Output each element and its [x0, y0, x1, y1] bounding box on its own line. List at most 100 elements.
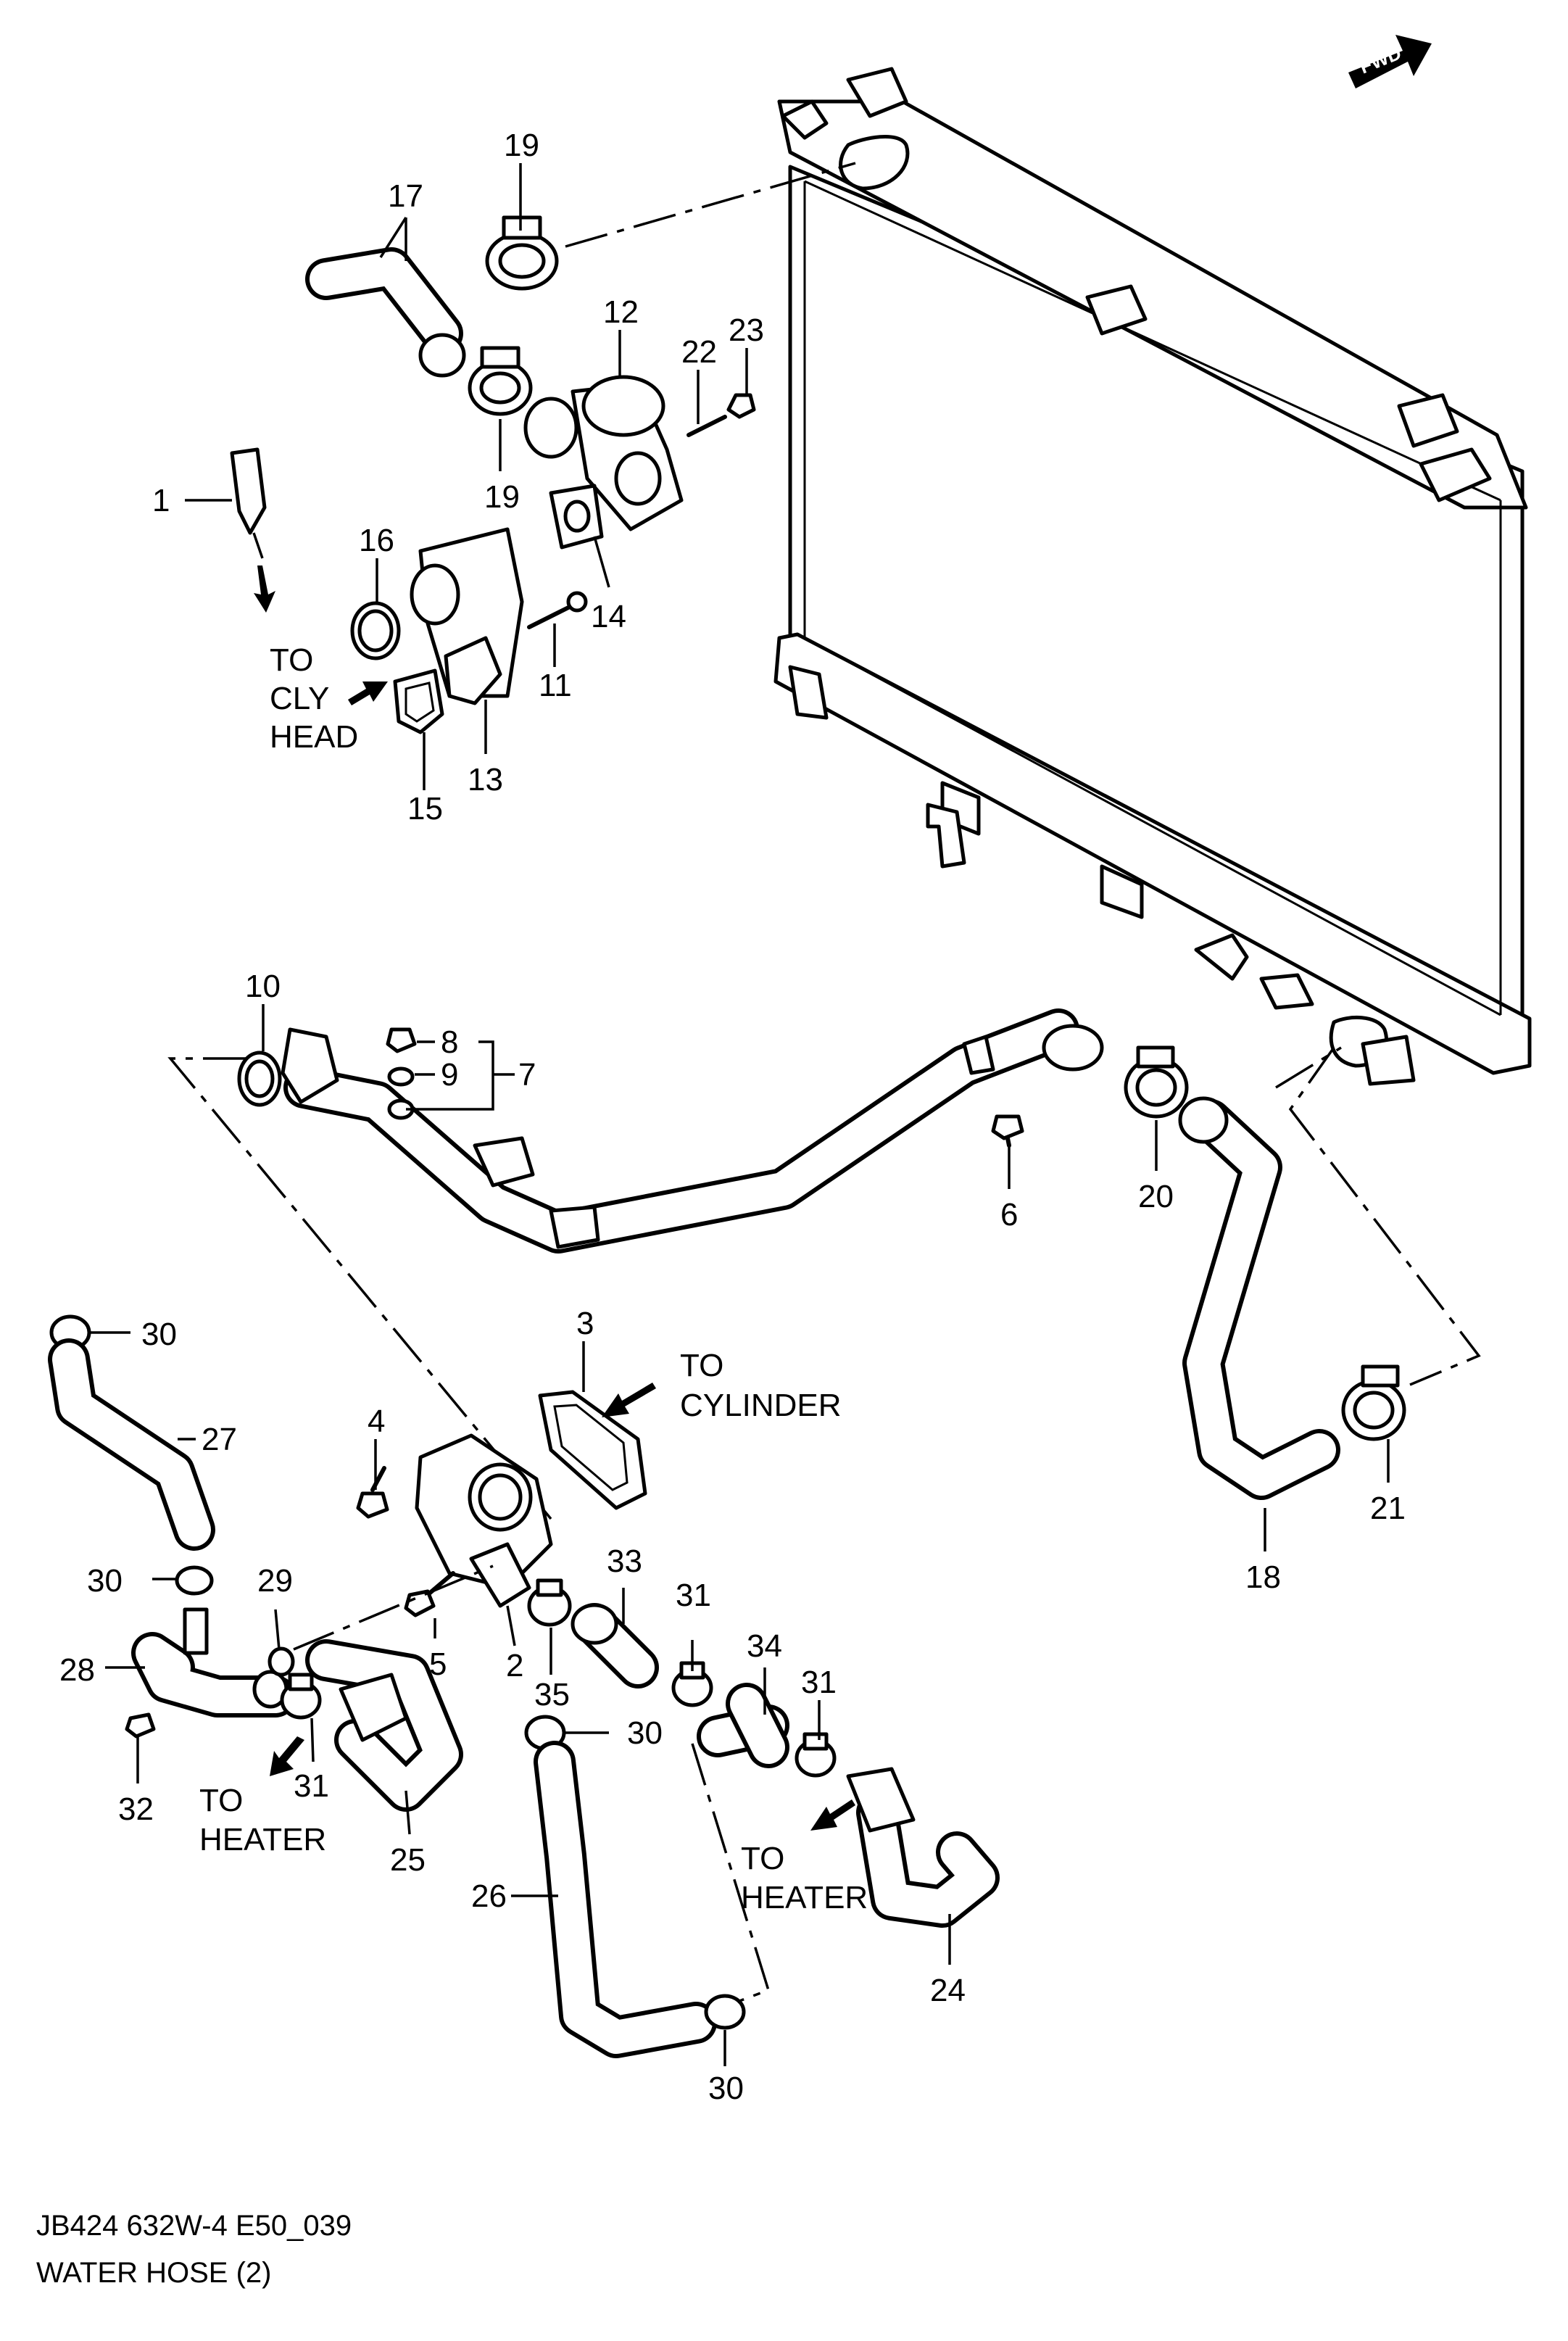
hose-clamp-20 [1124, 1045, 1189, 1119]
callout-31-right: 31 [801, 1665, 837, 1700]
callout-7: 7 [518, 1057, 536, 1093]
hose-clamp-19-lower [468, 346, 533, 416]
nut-23 [726, 393, 756, 419]
callout-8: 8 [441, 1024, 458, 1060]
upper-radiator-hose-17 [305, 247, 466, 378]
callout-2: 2 [506, 1648, 523, 1683]
heater-hose-25 [305, 1639, 463, 1812]
callout-30-bottom: 30 [708, 2071, 744, 2106]
callout-17: 17 [388, 178, 423, 214]
note-heater-right-line-1: TO [741, 1841, 784, 1876]
washer-9 [387, 1066, 415, 1087]
bolt-5 [404, 1571, 455, 1617]
callout-3: 3 [576, 1306, 594, 1341]
heater-hose-24 [846, 1767, 1000, 1928]
note-to-cylinder: TO CYLINDER [680, 1348, 842, 1423]
callout-1: 1 [152, 483, 170, 518]
note-heater-right-line-2: HEATER [741, 1880, 868, 1915]
callout-34: 34 [747, 1628, 782, 1664]
arrow-to-heater-right [810, 1799, 855, 1831]
callout-21: 21 [1370, 1491, 1406, 1526]
radiator [773, 67, 1532, 1086]
gasket-15 [393, 668, 444, 734]
clamp-31-right [795, 1732, 837, 1778]
callout-31-middle: 31 [676, 1578, 711, 1613]
note-cly-head-line-3: HEAD [270, 719, 358, 755]
callout-28: 28 [59, 1652, 95, 1688]
hose-33 [571, 1603, 659, 1689]
callout-12: 12 [603, 294, 639, 330]
diagram-code: JB424 632W-4 E50_039 [36, 2210, 352, 2242]
note-heater-left-line-2: HEATER [199, 1822, 326, 1857]
note-cylinder-line-2: CYLINDER [680, 1388, 842, 1423]
bolt-32 [125, 1712, 156, 1739]
gasket-3 [538, 1390, 647, 1510]
arrow-to-cly-head [348, 681, 388, 705]
callout-4: 4 [368, 1404, 385, 1439]
clamp-35 [527, 1578, 572, 1627]
bolt-6 [991, 1114, 1024, 1148]
callout-25: 25 [390, 1842, 426, 1878]
callout-30-left: 30 [87, 1563, 123, 1599]
forward-direction-arrow: FWD [1348, 35, 1432, 88]
callout-24: 24 [930, 1973, 966, 2008]
callout-29: 29 [257, 1563, 293, 1599]
thermostat-housing-13 [410, 527, 524, 705]
note-to-heater-right: TO HEATER [741, 1841, 868, 1915]
sensor-1 [230, 447, 267, 559]
callout-13: 13 [468, 762, 503, 797]
bolt-4 [356, 1466, 389, 1519]
lower-radiator-hose-18 [1178, 1096, 1340, 1500]
leader-lines [91, 163, 1390, 2066]
note-cly-head-line-2: CLY [270, 681, 329, 716]
callout-30-center: 30 [627, 1715, 663, 1751]
note-to-heater-left: TO HEATER [199, 1783, 326, 1857]
water-outlet-2 [415, 1433, 553, 1608]
note-heater-left-line-1: TO [199, 1783, 243, 1818]
arrow-down-sensor [254, 565, 275, 613]
callout-18: 18 [1245, 1559, 1281, 1595]
o-ring-16 [350, 601, 401, 660]
o-ring-10 [237, 1051, 282, 1107]
callout-19-upper: 19 [504, 128, 539, 163]
clamp-31-left [280, 1673, 322, 1720]
joint-pipe-34 [697, 1683, 789, 1768]
note-cly-head-line-1: TO [270, 642, 313, 678]
callout-23: 23 [729, 312, 764, 348]
callout-10: 10 [245, 969, 281, 1004]
diagram-title: WATER HOSE (2) [36, 2257, 271, 2289]
note-to-cly-head: TO CLY HEAD [270, 642, 358, 755]
callout-30-top: 30 [141, 1317, 177, 1352]
callout-26: 26 [471, 1878, 507, 1914]
callout-32: 32 [118, 1791, 154, 1827]
callout-6: 6 [1000, 1197, 1018, 1232]
callout-31-left: 31 [294, 1768, 329, 1804]
callout-20: 20 [1138, 1179, 1174, 1214]
water-pipe-28 [131, 1607, 296, 1718]
diagram-footer: JB424 632W-4 E50_039 WATER HOSE (2) [36, 2210, 352, 2289]
heater-hose-26 [534, 1741, 717, 2058]
callout-35: 35 [534, 1677, 570, 1712]
heater-hose-27 [48, 1338, 215, 1551]
arrow-to-heater-left [270, 1736, 304, 1776]
gasket-14 [549, 484, 604, 550]
hose-clamp-21 [1341, 1364, 1406, 1441]
callout-22: 22 [681, 334, 717, 370]
water-pipe-7 [281, 1008, 1104, 1254]
bolt-11 [527, 591, 588, 629]
callout-33: 33 [607, 1544, 642, 1579]
arrow-to-cylinder [602, 1383, 656, 1417]
bolt-8 [386, 1027, 417, 1053]
callout-27: 27 [202, 1422, 237, 1457]
clamp-31-middle [671, 1661, 713, 1707]
callout-9: 9 [441, 1057, 458, 1093]
clamp-30-left [175, 1565, 214, 1596]
callout-15: 15 [407, 791, 443, 826]
callout-5: 5 [429, 1646, 447, 1682]
note-cylinder-line-1: TO [680, 1348, 723, 1383]
callout-labels: 1 19 17 19 12 22 23 16 14 11 13 15 10 8 … [59, 128, 1406, 2106]
callout-11: 11 [539, 668, 572, 703]
callout-19-lower: 19 [484, 479, 520, 515]
thermostat-cap-12 [523, 375, 684, 531]
